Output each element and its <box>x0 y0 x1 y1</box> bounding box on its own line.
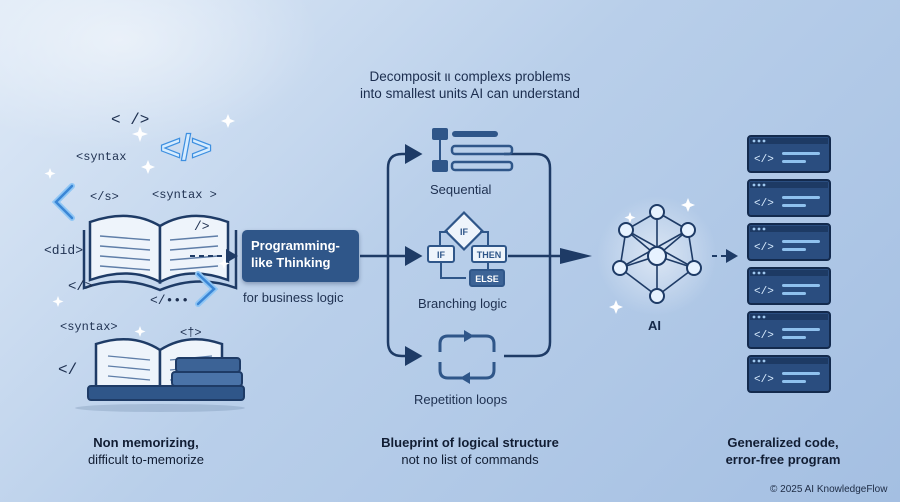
else-box-label: ELSE <box>475 274 499 284</box>
programming-box-sublabel: for business logic <box>243 290 344 305</box>
code-tag-glow-1: </> <box>160 127 212 168</box>
then-box-label: THEN <box>477 250 502 260</box>
code-panel: </> <box>747 267 831 305</box>
branching-label: Branching logic <box>418 296 507 311</box>
center-bottom-caption: Blueprint of logical structure not no li… <box>360 434 580 468</box>
branching-flowchart-icon: IF IF THEN ELSE <box>427 211 507 287</box>
repetition-label: Repetition loops <box>414 392 508 407</box>
header-caption: Decomposit ιι complexs problems into sma… <box>320 68 620 102</box>
center-bottom-line1: Blueprint of logical structure <box>381 435 559 450</box>
code-tag-5: <did> <box>44 243 83 258</box>
chevron-left-glow-icon <box>51 183 75 221</box>
book-stack-icon <box>75 338 245 412</box>
code-panel: </> <box>747 179 831 217</box>
code-panel-tag: </> <box>754 198 774 210</box>
code-tag-8: </ <box>58 361 77 379</box>
code-stack: </> </> </> </> </> </> <box>747 135 831 393</box>
left-bottom-line2: difficult to-memorize <box>87 452 205 467</box>
if-diamond-label: IF <box>460 227 469 237</box>
code-tag-2: <syntax <box>76 150 126 164</box>
code-tag-1: < /> <box>111 111 149 129</box>
center-bottom-line2: not no list of commands <box>401 452 539 467</box>
left-bottom-line1: Non memorizing, <box>93 435 199 450</box>
left-bottom-caption: Non memorizing, difficult to-memorize <box>56 434 236 468</box>
code-panel-tag: </> <box>754 330 774 342</box>
header-caption-line2: into smallest units AI can understand <box>360 86 580 101</box>
right-bottom-line2: error-free program <box>725 452 841 467</box>
chevron-right-glow-icon <box>195 271 219 307</box>
code-tag-9: /> <box>194 219 210 234</box>
code-tag-6: </> <box>68 279 93 295</box>
if-box-label: IF <box>437 250 446 260</box>
sequential-label: Sequential <box>430 182 492 197</box>
code-tag-11: <†> <box>180 326 202 340</box>
repetition-loop-icon <box>438 330 496 384</box>
ai-label: AI <box>648 318 661 333</box>
programming-thinking-box: Programming- like Thinking <box>242 230 359 282</box>
sequential-icon <box>432 128 514 172</box>
right-bottom-line1: Generalized code, <box>727 435 839 450</box>
code-panel-tag: </> <box>754 154 774 166</box>
header-caption-line1: Decomposit ιι complexs problems <box>369 69 571 84</box>
programming-box-line1: Programming- <box>251 238 340 253</box>
code-tag-4: <syntax > <box>152 188 217 202</box>
right-bottom-caption: Generalized code, error-free program <box>708 434 858 468</box>
copyright-text: © 2025 AI KnowledgeFlow <box>770 484 888 495</box>
code-tag-3: </s> <box>90 190 119 204</box>
code-tag-10: </••• <box>150 293 189 308</box>
code-panel: </> <box>747 355 831 393</box>
code-tag-7: <syntax> <box>60 320 118 334</box>
code-panel-tag: </> <box>754 286 774 298</box>
programming-box-line2: like Thinking <box>251 255 331 270</box>
code-panel: </> <box>747 135 831 173</box>
open-book-icon <box>82 214 238 292</box>
code-panel-tag: </> <box>754 242 774 254</box>
code-panel: </> <box>747 311 831 349</box>
code-panel: </> <box>747 223 831 261</box>
code-panel-tag: </> <box>754 374 774 386</box>
ai-network-icon <box>597 196 717 316</box>
